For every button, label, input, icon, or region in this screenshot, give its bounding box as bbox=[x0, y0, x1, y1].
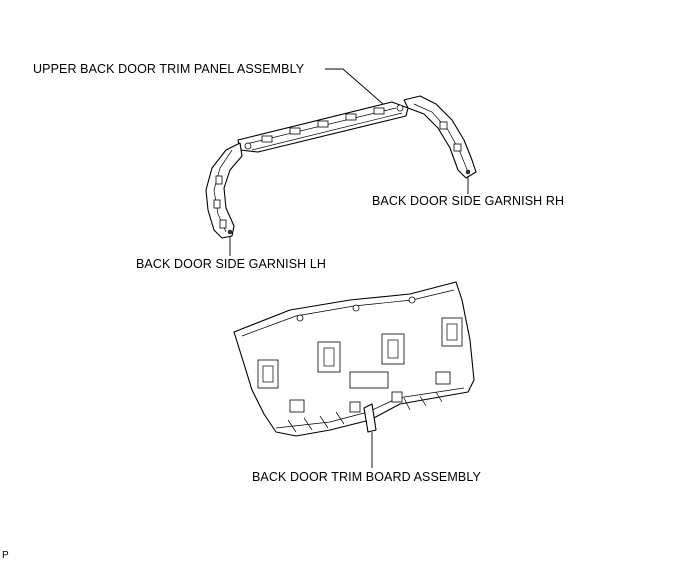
upper-back-door-trim-panel bbox=[237, 101, 409, 153]
back-door-trim-board bbox=[233, 281, 475, 437]
back-door-side-garnish-lh bbox=[205, 142, 243, 239]
leader-upper-panel bbox=[325, 68, 384, 105]
label-upper-back-door-trim-panel: UPPER BACK DOOR TRIM PANEL ASSEMBLY bbox=[33, 62, 305, 76]
figure-code: P bbox=[2, 550, 9, 561]
label-side-garnish-lh: BACK DOOR SIDE GARNISH LH bbox=[136, 257, 327, 271]
back-door-side-garnish-rh bbox=[403, 95, 477, 179]
label-trim-board-assembly: BACK DOOR TRIM BOARD ASSEMBLY bbox=[252, 470, 481, 484]
label-side-garnish-rh: BACK DOOR SIDE GARNISH RH bbox=[372, 194, 565, 208]
